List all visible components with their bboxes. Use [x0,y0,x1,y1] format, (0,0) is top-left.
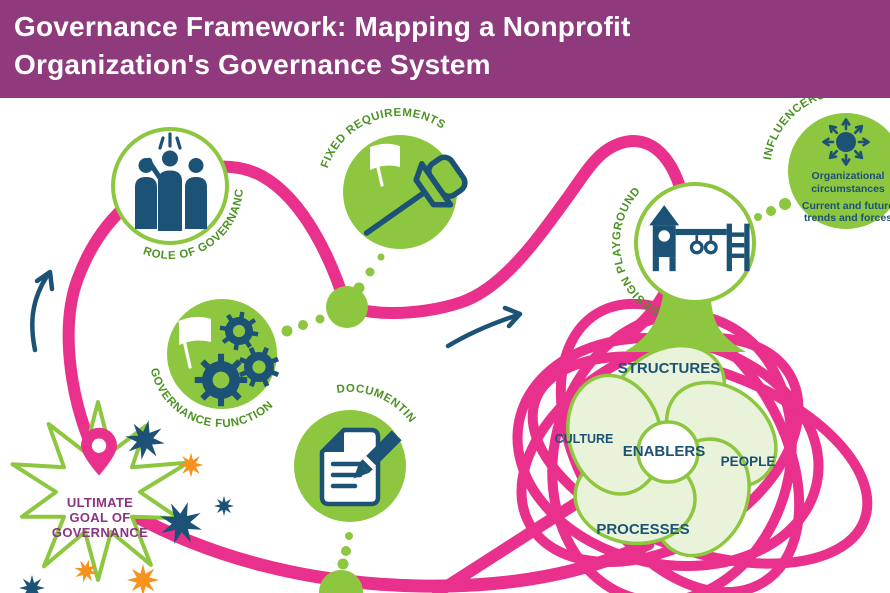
page-title-line-1: Governance Framework: Mapping a Nonprofi… [14,11,631,42]
path-main [62,135,692,453]
path-node-bottom [319,570,363,593]
node-fixed-requirements: FIXED REQUIREMENTS [319,107,468,249]
ultimate-goal-label-1: ULTIMATE [67,495,133,510]
page-title-line-2: Organization's Governance System [14,49,491,80]
map-pin-icon [81,427,117,476]
people-cheering-icon [135,132,207,231]
dots-fixed-to-node [353,253,385,294]
page-header: Governance Framework: Mapping a Nonprofi… [0,0,890,98]
dots-documenting-to-node [337,532,353,570]
flower-center [636,420,700,484]
path-node-middle [326,286,368,328]
influencers-item-trends-2: trends and forces [804,212,890,224]
star-icon [127,564,159,593]
direction-arrows [30,269,523,353]
pushpin-flag-icon [363,143,468,236]
enablers-flower: STRUCTURES CULTURE ENABLERS PEOPLE PROCE… [555,343,778,558]
node-design-playground: DESIGN PLAYGROUND [611,182,756,317]
flower-label-enablers: ENABLERS [623,443,706,460]
node-ultimate-goal: ULTIMATE GOAL OF GOVERNANCE [10,400,191,582]
radiating-arrows-icon [822,118,870,166]
flower-label-processes: PROCESSES [596,521,689,538]
dots-playground-to-influencers [754,198,791,221]
dotted-connectors [281,198,791,570]
flower-label-structures: STRUCTURES [618,360,721,377]
influencers-item-trends-1: Current and future [802,200,890,212]
arrow-up-left-icon [30,269,55,353]
ultimate-goal-label-2: GOAL OF [69,510,130,525]
arrow-to-playground-icon [445,305,523,349]
star-icon [178,452,204,478]
dots-node-to-functions [281,314,325,337]
playground-flower-neck [624,288,746,352]
goal-starburst [10,400,191,582]
star-icon [19,575,45,593]
flower-label-people: PEOPLE [721,454,776,469]
star-icon [214,496,234,516]
document-pencil-icon [319,427,402,507]
influencers-item-organizational-2: circumstances [811,183,885,195]
influencers-item-organizational-1: Organizational [812,170,885,182]
flag-gears-icon [178,308,286,407]
flower-label-culture: CULTURE [555,432,614,446]
ultimate-goal-label-3: GOVERNANCE [52,525,148,540]
playground-icon [649,205,750,272]
